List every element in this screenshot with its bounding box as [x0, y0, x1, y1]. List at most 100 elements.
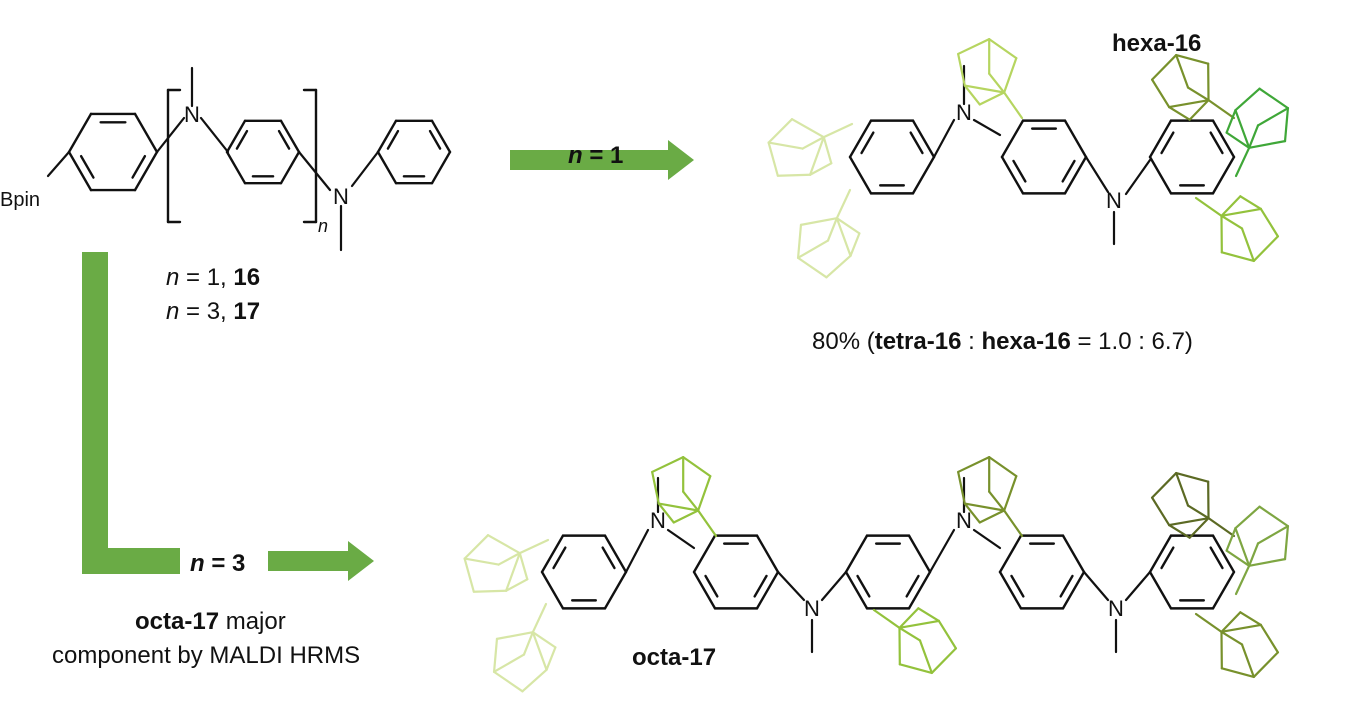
aryl-n-bond: [932, 118, 956, 159]
ring-bond: [430, 119, 452, 154]
reaction-arrows: [82, 140, 694, 581]
ring-bond: [67, 150, 93, 192]
norbornyl-group: [463, 534, 550, 593]
norbornyl-bond: [1220, 251, 1255, 263]
nitrogen-atom-label: N: [804, 596, 820, 621]
ring-bond: [1000, 119, 1025, 159]
ring-bond: [1061, 570, 1086, 610]
norbornyl-bond: [531, 602, 548, 634]
ring-double-bond: [905, 574, 920, 598]
ring-double-bond: [552, 546, 567, 570]
ring-double-bond: [1209, 546, 1224, 570]
norbornyl-bond: [1225, 109, 1237, 134]
ring-bond: [540, 534, 565, 574]
arrow-l-stem: [82, 252, 180, 574]
ring-bond: [692, 570, 717, 610]
norbornyl-bond: [1220, 623, 1262, 633]
norbornyl-bond: [463, 534, 490, 560]
norbornyl-bond: [651, 470, 660, 505]
norbornyl-bond: [898, 607, 920, 629]
bottom-arrow-condition: n = 3: [190, 550, 245, 578]
norbornyl-bond: [1168, 524, 1191, 539]
norbornyl-bond: [1150, 471, 1178, 499]
compound-16-entry: n = 1, 16: [166, 264, 260, 292]
ring-bond: [1063, 119, 1088, 159]
yield-ratio-text: 80% (tetra-16 : hexa-16 = 1.0 : 6.7): [812, 328, 1193, 356]
norbornyl-bond: [682, 490, 700, 512]
ring-bond: [848, 119, 873, 159]
ring-double-bond: [1010, 574, 1025, 598]
ring-bond: [1000, 155, 1025, 195]
ring-bond: [376, 150, 398, 185]
molecular-bonds: [46, 64, 1236, 654]
ring-bond: [430, 150, 452, 185]
ring-double-bond: [601, 546, 616, 570]
norbornyl-bond: [809, 136, 825, 176]
norbornyl-group: [1194, 611, 1280, 679]
norbornyl-bond: [801, 136, 825, 150]
norbornyl-bond: [1234, 146, 1251, 178]
ring-bond: [540, 570, 565, 610]
nitrogen-atom-label: N: [1108, 596, 1124, 621]
aryl-n-bond: [928, 528, 956, 574]
ring-bond: [279, 150, 301, 185]
ring-double-bond: [277, 129, 291, 150]
norbornyl-bond: [651, 456, 685, 474]
arrow-to-hexa: [510, 140, 694, 180]
norbornyl-bond: [978, 509, 1006, 524]
norbornyl-bond: [917, 607, 940, 622]
norbornyl-bond: [1248, 542, 1260, 567]
ring-bond: [133, 112, 159, 154]
nitrogen-atom-label: N: [1106, 188, 1122, 213]
repeat-subscript: n: [318, 216, 329, 236]
ring-bond: [907, 534, 932, 574]
ring-double-bond: [1059, 574, 1074, 598]
ring-double-bond: [704, 574, 719, 598]
ring-double-bond: [1012, 159, 1027, 183]
norbornyl-bond: [518, 552, 529, 581]
norbornyl-bond: [1003, 475, 1018, 512]
norbornyl-group: [1194, 195, 1280, 263]
norbornyl-bond: [767, 141, 779, 177]
norbornyl-bond: [682, 456, 712, 478]
norbornyl-bond: [697, 475, 712, 512]
norbornyl-bond: [849, 232, 861, 257]
ring-bond: [692, 534, 717, 574]
ring-bond: [844, 570, 869, 610]
n-value-text: = 3,: [179, 298, 234, 325]
norbornyl-bond: [1220, 611, 1242, 633]
compound-17-entry: n = 3, 17: [166, 298, 260, 326]
norbornyl-bond: [1175, 53, 1190, 89]
norbornyl-bond: [1258, 505, 1290, 528]
norbornyl-bond: [1175, 53, 1210, 65]
nitrogen-atom-label: N: [184, 102, 200, 127]
ring-bond: [133, 150, 159, 192]
aryl-n-bond: [297, 150, 332, 192]
norbornyl-bond: [492, 637, 499, 673]
norbornyl-bond: [957, 456, 991, 474]
norbornyl-bond: [1003, 57, 1018, 94]
ring-double-bond: [1160, 546, 1175, 570]
benzene-ring: [1148, 534, 1236, 610]
bpin-bond: [46, 150, 71, 178]
norbornyl-bond: [1220, 207, 1262, 217]
norbornyl-bond: [1248, 558, 1287, 567]
ring-bond: [1211, 119, 1236, 159]
norbornyl-bond: [1207, 99, 1236, 120]
norbornyl-bond: [697, 509, 718, 538]
norbornyl-bond: [492, 653, 526, 673]
norbornyl-bond: [988, 490, 1006, 512]
norbornyl-bond: [1207, 517, 1236, 538]
norbornyl-group: [957, 38, 1024, 120]
norbornyl-bond: [835, 217, 852, 257]
ring-bond: [755, 570, 780, 610]
norbornyl-bond: [963, 502, 981, 524]
norbornyl-bond: [657, 502, 675, 524]
norbornyl-bond: [672, 509, 700, 524]
norbornyl-bond: [1175, 471, 1210, 483]
norbornyl-bond: [1188, 99, 1210, 121]
norbornyl-bond: [988, 38, 1018, 60]
norbornyl-bond: [1240, 643, 1255, 679]
condition-text: = 1: [582, 142, 624, 169]
norbornyl-bond: [1240, 227, 1255, 263]
